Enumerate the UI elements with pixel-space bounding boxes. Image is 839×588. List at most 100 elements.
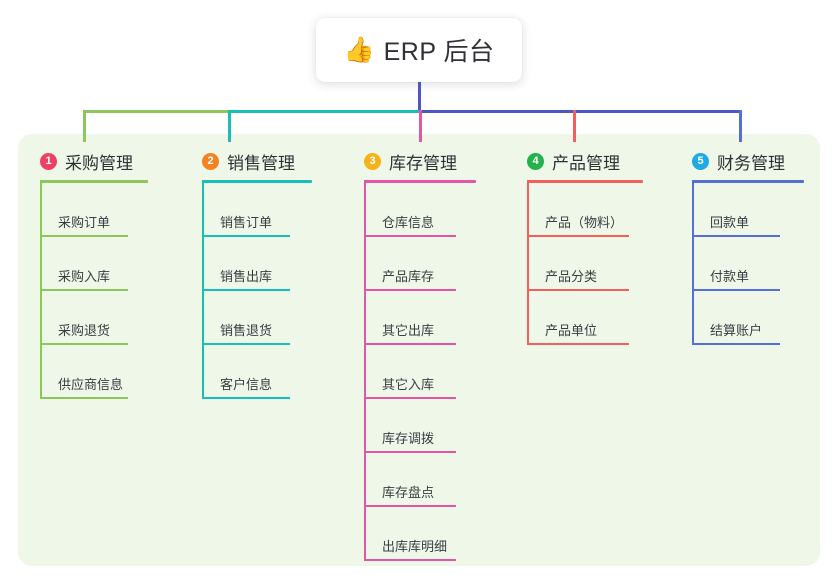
menu-item-label: 库存盘点 bbox=[382, 485, 435, 500]
column-header-5[interactable]: 5 财务管理 bbox=[692, 142, 804, 180]
bus-blue bbox=[419, 110, 739, 113]
menu-item-label: 产品（物料） bbox=[545, 215, 624, 230]
menu-item[interactable]: 销售出库 bbox=[202, 237, 312, 291]
menu-item[interactable]: 库存调拨 bbox=[364, 399, 476, 453]
menu-item-rule bbox=[692, 289, 780, 291]
column-title-4: 产品管理 bbox=[552, 153, 620, 173]
menu-item[interactable]: 库存盘点 bbox=[364, 453, 476, 507]
menu-item[interactable]: 供应商信息 bbox=[40, 345, 148, 399]
drop-inventory bbox=[419, 110, 422, 142]
menu-item-label: 库存调拨 bbox=[382, 431, 435, 446]
column-header-rule bbox=[364, 180, 476, 183]
menu-item[interactable]: 产品库存 bbox=[364, 237, 476, 291]
menu-item-rule bbox=[202, 289, 290, 291]
column-header-3[interactable]: 3 库存管理 bbox=[364, 142, 476, 180]
menu-item-rule bbox=[40, 397, 128, 399]
menu-item[interactable]: 销售退货 bbox=[202, 291, 312, 345]
menu-item-rule bbox=[527, 343, 629, 345]
menu-item-rule bbox=[364, 451, 456, 453]
column-title-2: 销售管理 bbox=[227, 153, 295, 173]
menu-item[interactable]: 产品（物料） bbox=[527, 183, 643, 237]
column-badge-2: 2 bbox=[202, 152, 219, 170]
menu-item-label: 出库库明细 bbox=[382, 539, 448, 554]
drop-finance bbox=[739, 110, 742, 142]
menu-item[interactable]: 结算账户 bbox=[692, 291, 804, 345]
menu-item[interactable]: 产品分类 bbox=[527, 237, 643, 291]
menu-item-rule bbox=[40, 343, 128, 345]
column-header-rule bbox=[40, 180, 148, 183]
drop-purchase bbox=[83, 110, 86, 142]
menu-item-label: 采购订单 bbox=[58, 215, 111, 230]
menu-item-label: 产品单位 bbox=[545, 323, 598, 338]
menu-item-rule bbox=[364, 343, 456, 345]
column-title-3: 库存管理 bbox=[389, 153, 457, 173]
column-header-4[interactable]: 4 产品管理 bbox=[527, 142, 643, 180]
thumbs-up-icon: 👍 bbox=[343, 35, 375, 64]
menu-item-rule bbox=[202, 343, 290, 345]
menu-item[interactable]: 采购订单 bbox=[40, 183, 148, 237]
column-badge-3: 3 bbox=[364, 152, 381, 170]
menu-item[interactable]: 采购入库 bbox=[40, 237, 148, 291]
column-header-1[interactable]: 1 采购管理 bbox=[40, 142, 148, 180]
menu-item[interactable]: 产品单位 bbox=[527, 291, 643, 345]
menu-item-rule bbox=[202, 235, 290, 237]
menu-item-label: 采购退货 bbox=[58, 323, 111, 338]
module-column-3: 3 库存管理仓库信息产品库存其它出库其它入库库存调拨库存盘点出库库明细 bbox=[364, 142, 476, 561]
menu-item-rule bbox=[40, 289, 128, 291]
module-column-5: 5 财务管理回款单付款单结算账户 bbox=[692, 142, 804, 345]
menu-item-rule bbox=[364, 289, 456, 291]
menu-item[interactable]: 付款单 bbox=[692, 237, 804, 291]
modules-panel bbox=[18, 134, 820, 566]
menu-item-label: 产品分类 bbox=[545, 269, 598, 284]
menu-item-label: 付款单 bbox=[710, 269, 750, 284]
menu-item-label: 仓库信息 bbox=[382, 215, 435, 230]
column-title-5: 财务管理 bbox=[717, 153, 785, 173]
bus-teal bbox=[228, 110, 419, 113]
menu-item-rule bbox=[40, 235, 128, 237]
menu-item-label: 产品库存 bbox=[382, 269, 435, 284]
menu-item-label: 采购入库 bbox=[58, 269, 111, 284]
menu-item-rule bbox=[527, 289, 629, 291]
column-badge-1: 1 bbox=[40, 152, 57, 170]
column-spine bbox=[527, 180, 529, 344]
column-header-rule bbox=[527, 180, 643, 183]
module-column-2: 2 销售管理销售订单销售出库销售退货客户信息 bbox=[202, 142, 312, 399]
drop-product bbox=[573, 110, 576, 142]
column-header-rule bbox=[692, 180, 804, 183]
column-badge-5: 5 bbox=[692, 152, 709, 170]
column-header-2[interactable]: 2 销售管理 bbox=[202, 142, 312, 180]
menu-item-rule bbox=[527, 235, 629, 237]
column-badge-4: 4 bbox=[527, 152, 544, 170]
column-spine bbox=[692, 180, 694, 344]
menu-item-label: 销售订单 bbox=[220, 215, 273, 230]
menu-item[interactable]: 采购退货 bbox=[40, 291, 148, 345]
menu-item-label: 销售出库 bbox=[220, 269, 273, 284]
root-node-title: ERP 后台 bbox=[383, 38, 495, 66]
menu-item-label: 客户信息 bbox=[220, 377, 273, 392]
bus-green bbox=[83, 110, 228, 113]
menu-item-label: 回款单 bbox=[710, 215, 750, 230]
menu-item-rule bbox=[364, 235, 456, 237]
column-title-1: 采购管理 bbox=[65, 153, 133, 173]
menu-item-rule bbox=[364, 397, 456, 399]
module-column-1: 1 采购管理采购订单采购入库采购退货供应商信息 bbox=[40, 142, 148, 399]
menu-item-label: 结算账户 bbox=[710, 323, 763, 338]
menu-item[interactable]: 出库库明细 bbox=[364, 507, 476, 561]
root-node-card[interactable]: 👍 ERP 后台 bbox=[316, 18, 522, 82]
menu-item[interactable]: 客户信息 bbox=[202, 345, 312, 399]
menu-item[interactable]: 其它出库 bbox=[364, 291, 476, 345]
menu-item-label: 其它出库 bbox=[382, 323, 435, 338]
module-column-4: 4 产品管理产品（物料） 产品分类产品单位 bbox=[527, 142, 643, 345]
menu-item-rule bbox=[692, 343, 780, 345]
menu-item-label: 供应商信息 bbox=[58, 377, 124, 392]
column-header-rule bbox=[202, 180, 312, 183]
menu-item[interactable]: 其它入库 bbox=[364, 345, 476, 399]
menu-item-rule bbox=[202, 397, 290, 399]
root-stem bbox=[418, 82, 421, 113]
menu-item-rule bbox=[692, 235, 780, 237]
menu-item[interactable]: 销售订单 bbox=[202, 183, 312, 237]
menu-item[interactable]: 回款单 bbox=[692, 183, 804, 237]
menu-item[interactable]: 仓库信息 bbox=[364, 183, 476, 237]
menu-item-label: 销售退货 bbox=[220, 323, 273, 338]
